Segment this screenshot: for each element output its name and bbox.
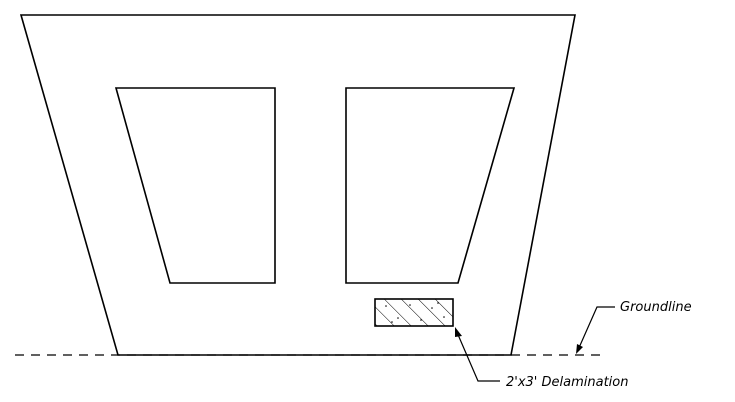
delamination-leader: [455, 329, 500, 382]
delamination-arrowhead: [455, 327, 462, 337]
groundline-arrowhead: [576, 344, 583, 354]
right-opening: [345, 87, 516, 284]
pier-outline: [19, 14, 576, 356]
delamination-patch: [374, 298, 454, 327]
delamination-stipple: [385, 302, 445, 323]
groundline-leader: [577, 306, 615, 351]
left-opening: [114, 87, 276, 284]
delamination-label: 2'x3' Delamination: [506, 375, 628, 390]
groundline-label: Groundline: [620, 300, 692, 315]
